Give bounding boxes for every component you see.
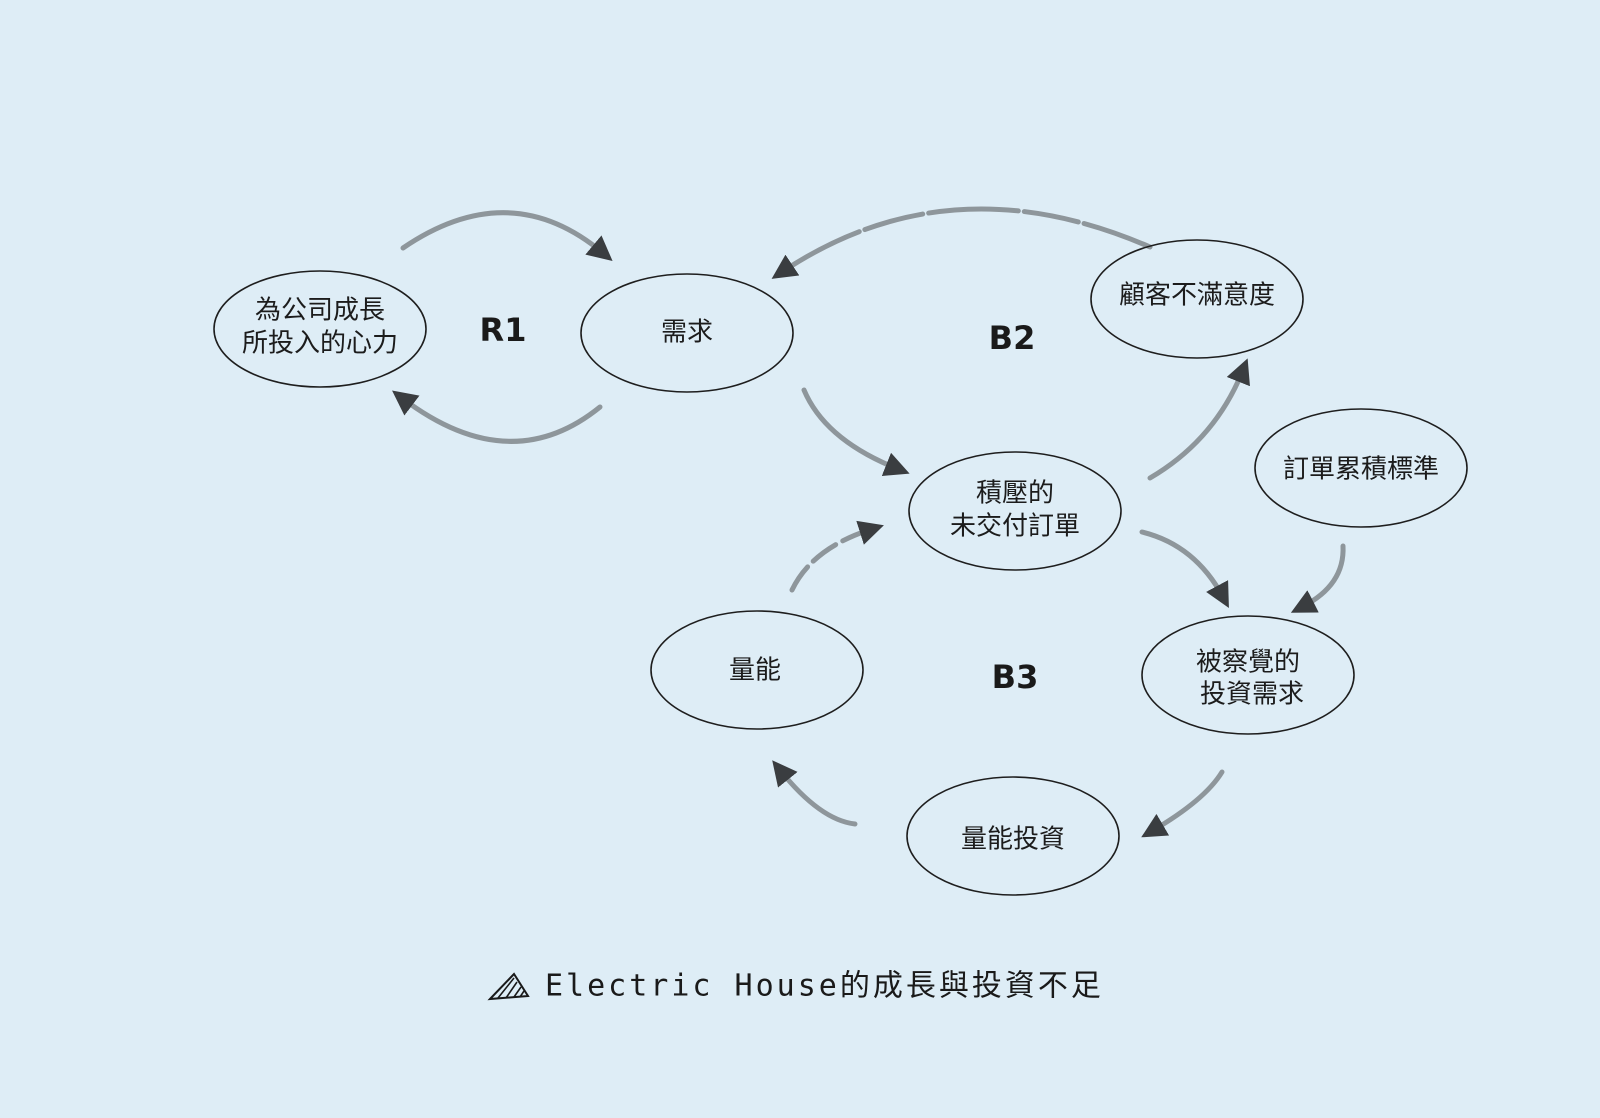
node-investment: 量能投資: [906, 776, 1120, 896]
link-backlog-to-dissatisfaction: [1147, 358, 1250, 481]
caption-text: Electric House的成長與投資不足: [545, 969, 1104, 1004]
loop-label-b2: B2: [989, 319, 1036, 357]
link-capacity-to-backlog: [789, 520, 884, 593]
link-effort-to-demand: [400, 210, 613, 262]
link-demand-to-backlog: [801, 387, 910, 476]
node-effort: 為公司成長 所投入的心力: [213, 270, 427, 388]
link-backlog-to-perceived: [1139, 529, 1229, 609]
hatched-triangle-icon: [487, 972, 530, 1001]
node-demand-line1: 需求: [661, 318, 713, 348]
loop-label-b3: B3: [992, 658, 1039, 696]
link-dissatisfaction-to-demand: [771, 206, 1153, 279]
caption: Electric House的成長與投資不足: [487, 969, 1104, 1004]
loop-label-r1: R1: [480, 311, 527, 349]
node-effort-line2: 所投入的心力: [242, 329, 398, 359]
node-perceived-line2: 投資需求: [1200, 680, 1304, 710]
node-backlog-line2: 未交付訂單: [950, 512, 1080, 542]
node-perceived-line1: 被察覺的: [1196, 648, 1300, 678]
node-perceived: 被察覺的 投資需求: [1141, 615, 1355, 735]
link-demand-to-effort: [392, 390, 603, 444]
node-investment-line1: 量能投資: [961, 825, 1065, 855]
node-dissatisfaction: 顧客不滿意度: [1090, 239, 1304, 359]
node-dissatisfaction-line1: 顧客不滿意度: [1119, 281, 1275, 311]
link-standard-to-perceived: [1290, 543, 1346, 613]
node-standard-line1: 訂單累積標準: [1283, 455, 1439, 485]
node-effort-line1: 為公司成長: [255, 296, 385, 326]
node-backlog-line1: 積壓的: [976, 479, 1054, 509]
links: [392, 206, 1346, 838]
node-standard: 訂單累積標準: [1254, 408, 1468, 528]
node-demand: 需求: [580, 273, 794, 393]
node-backlog: 積壓的 未交付訂單: [908, 451, 1122, 571]
node-capacity: 量能: [650, 610, 864, 730]
link-perceived-to-investment: [1141, 769, 1225, 838]
link-investment-to-capacity: [772, 760, 858, 827]
node-capacity-line1: 量能: [729, 656, 781, 686]
